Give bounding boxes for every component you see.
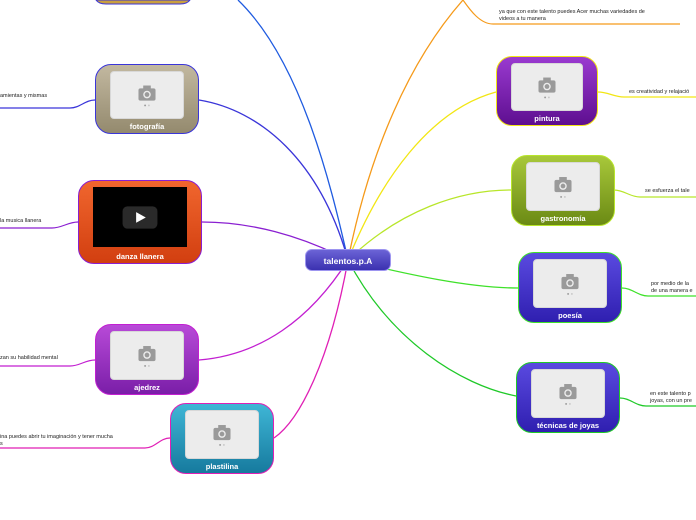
- image-placeholder: [110, 71, 184, 119]
- image-placeholder: [511, 63, 583, 111]
- camera-icon: [138, 346, 156, 367]
- node-label: gastronomía: [540, 214, 586, 223]
- image-placeholder: [110, 331, 184, 380]
- image-placeholder: [531, 369, 605, 418]
- image-placeholder: [533, 259, 607, 308]
- leaf-text-line-1: en este talento p: [650, 391, 691, 397]
- node-label: pintura: [534, 114, 560, 123]
- camera-icon: [138, 85, 156, 107]
- camera-icon: [538, 77, 556, 99]
- connector-plastilina: [273, 259, 349, 439]
- node-danza-llanera[interactable]: danza llanera: [78, 180, 202, 264]
- node-label: danza llanera: [116, 252, 164, 261]
- connector-pintura: [347, 91, 497, 261]
- node-label: fotografía: [129, 122, 165, 131]
- node-pintura[interactable]: pintura: [496, 56, 598, 126]
- video-thumbnail[interactable]: [93, 187, 187, 247]
- node-plastilina[interactable]: plastilina: [170, 403, 274, 474]
- connector-top-blue: [237, 0, 349, 261]
- leaf-text: la musica llanera: [0, 218, 42, 224]
- node-label: plastilina: [205, 462, 239, 471]
- image-placeholder: [185, 410, 259, 459]
- node-label: técnicas de joyas: [536, 421, 600, 430]
- top-partial-node: [95, 0, 191, 5]
- node-poesia[interactable]: poesía: [518, 252, 622, 323]
- node-ajedrez[interactable]: ajedrez: [95, 324, 199, 395]
- connector-joyas: [347, 259, 517, 397]
- node-fotografia[interactable]: fotografía: [95, 64, 199, 134]
- central-topic[interactable]: talentos.p.A: [305, 249, 391, 271]
- node-label: poesía: [558, 311, 582, 320]
- camera-icon: [559, 384, 577, 405]
- leaf-text-line-1: por medio de la: [651, 281, 689, 287]
- leaf-text: es creatividad y relajació: [629, 89, 690, 95]
- leaf-text: se esfuerza el tale: [645, 188, 690, 194]
- node-label: ajedrez: [134, 383, 160, 392]
- camera-icon: [554, 177, 572, 198]
- leaf-text-line-2: s: [0, 441, 3, 447]
- leaf-text-line-2: videos a tu manera: [499, 16, 546, 22]
- node-tecnicas-de-joyas[interactable]: técnicas de joyas: [516, 362, 620, 433]
- node-gastronomia[interactable]: gastronomía: [511, 155, 615, 226]
- leaf-text-line-1: ya que con este talento puedes Acer much…: [499, 9, 645, 15]
- play-icon[interactable]: [93, 187, 187, 247]
- connector-gastronomia: [347, 189, 512, 261]
- connector-fotografia: [198, 99, 349, 261]
- leaf-text-line-1: ina puedes abrir tu imaginación y tener …: [0, 434, 113, 440]
- leaf-text-line-2: de una manera e: [651, 288, 693, 294]
- leaf-text: zan su habilidad mental: [0, 355, 58, 361]
- camera-icon: [213, 425, 231, 446]
- image-placeholder: [526, 162, 600, 211]
- connector-orange: [347, 0, 464, 261]
- connector-ajedrez: [198, 259, 349, 361]
- leaf-text: amientas y mismas: [0, 93, 48, 99]
- leaf-text-line-2: joyas, con un pre: [650, 398, 692, 404]
- camera-icon: [561, 274, 579, 295]
